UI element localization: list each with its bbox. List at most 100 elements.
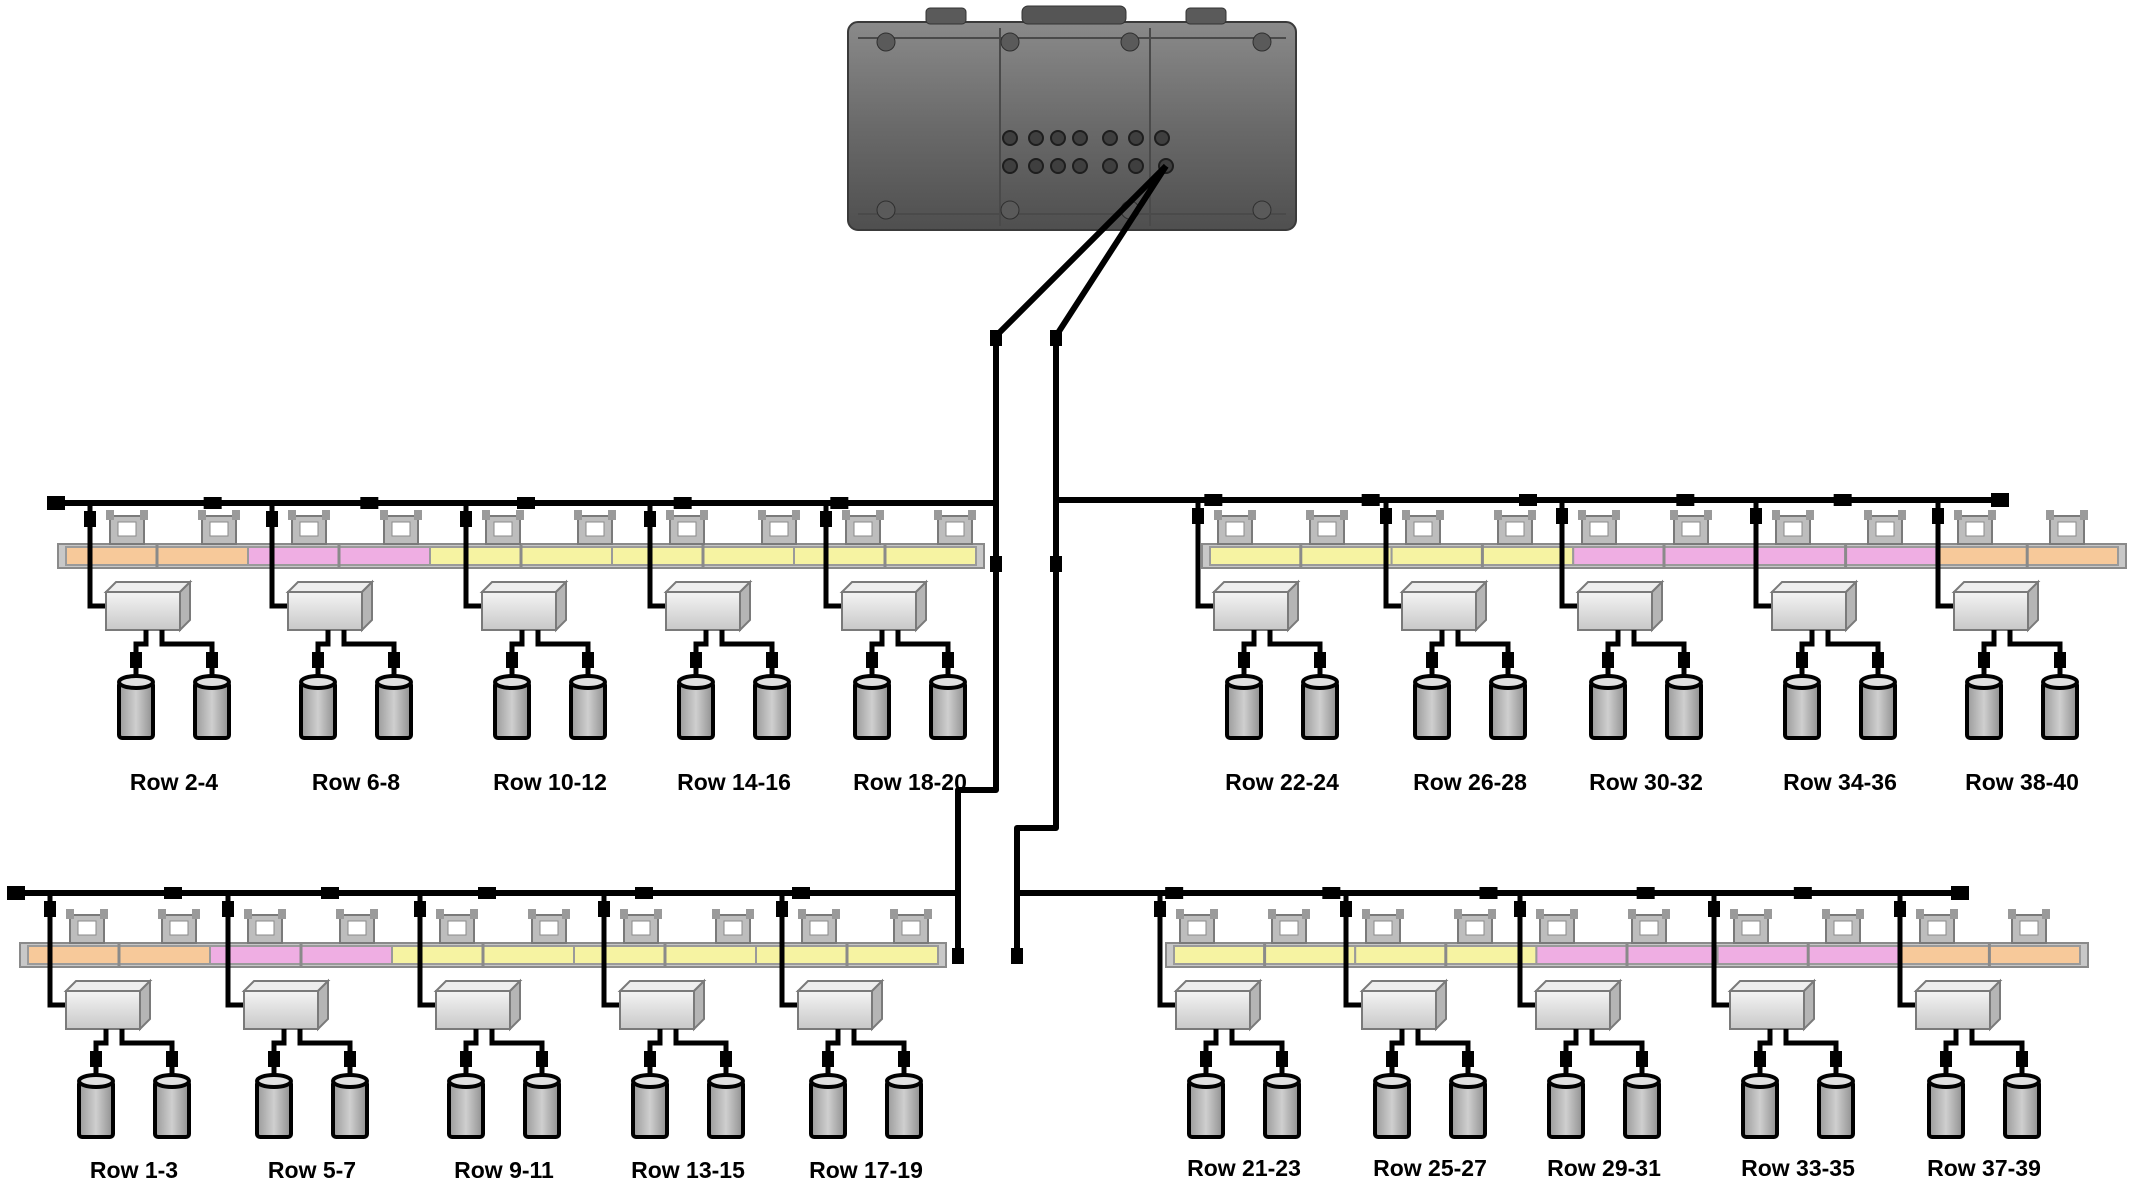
sensor-canister: [1785, 676, 1819, 738]
sensor-canister: [1491, 676, 1525, 738]
bus-connector: [635, 887, 653, 899]
bus-connector: [792, 887, 810, 899]
drop-connector: [1556, 508, 1568, 524]
bus-terminator: [1991, 493, 2009, 507]
row-label: Row 10-12: [493, 769, 607, 795]
sensor-canister: [1189, 1075, 1223, 1137]
sensor-connector: [312, 652, 324, 668]
row-label: Row 21-23: [1187, 1155, 1301, 1181]
sensor-connector: [1276, 1051, 1288, 1067]
bus-terminator: [1951, 886, 1969, 900]
sensor-cable: [2010, 630, 2060, 682]
bus-terminator: [7, 886, 25, 900]
frame-stand: [482, 510, 524, 544]
panel-unit: Row 9-11: [392, 893, 574, 1183]
panel-unit: Row 21-23: [1154, 893, 1355, 1181]
data-logger-box: [436, 981, 520, 1029]
drop-connector: [776, 901, 788, 917]
sensor-canister: [2005, 1075, 2039, 1137]
panel-unit: Row 14-16: [612, 503, 800, 795]
row-label: Row 30-32: [1589, 769, 1703, 795]
sensor-cable: [538, 630, 588, 682]
bus-connector: [478, 887, 496, 899]
sensor-connector: [942, 652, 954, 668]
row-label: Row 34-36: [1783, 769, 1897, 795]
drop-connector: [84, 511, 96, 527]
data-logger-box: [244, 981, 328, 1029]
sensor-canister: [333, 1075, 367, 1137]
drop-connector: [1380, 508, 1392, 524]
sensor-connector: [90, 1051, 102, 1067]
sensor-cable: [162, 630, 212, 682]
sensor-canister: [301, 676, 335, 738]
frame-stand: [1454, 909, 1496, 943]
row-label: Row 1-3: [90, 1157, 178, 1183]
sensor-cable: [122, 1029, 172, 1081]
sensor-canister: [1819, 1075, 1853, 1137]
sensor-canister: [525, 1075, 559, 1137]
bus-connector: [1480, 887, 1498, 899]
data-logger-box: [482, 582, 566, 630]
drop-connector: [1154, 901, 1166, 917]
sensor-connector: [1872, 652, 1884, 668]
sensor-canister: [887, 1075, 921, 1137]
bus-connector: [517, 497, 535, 509]
bus-connector: [1322, 887, 1340, 899]
sensor-cable: [898, 630, 948, 682]
frame-stand: [1214, 510, 1256, 544]
sensor-canister: [1743, 1075, 1777, 1137]
panel-unit: Row 29-31: [1514, 893, 1718, 1181]
sensor-canister: [571, 676, 605, 738]
data-logger-box: [620, 981, 704, 1029]
panel-unit: Row 18-20: [794, 503, 976, 795]
sensor-canister: [1861, 676, 1895, 738]
frame-stand: [288, 510, 330, 544]
row-label: Row 5-7: [268, 1157, 356, 1183]
controller-case: [848, 6, 1296, 230]
sensor-connector: [582, 652, 594, 668]
sensor-cable: [1418, 1029, 1468, 1081]
panel-unit: Row 2-4: [66, 503, 248, 795]
frame-stand: [106, 510, 148, 544]
frame-stand: [758, 510, 800, 544]
drop-connector: [1932, 508, 1944, 524]
drop-connector: [1192, 508, 1204, 524]
sensor-connector: [1636, 1051, 1648, 1067]
data-logger-box: [1214, 582, 1298, 630]
frame-stand: [1306, 510, 1348, 544]
bus-connector: [1834, 494, 1852, 506]
sensor-connector: [1426, 652, 1438, 668]
group-top-right: Row 22-24Row 26-28Row 30-32Row 34-36Row …: [1056, 493, 2126, 795]
sensor-connector: [766, 652, 778, 668]
sensor-connector: [2054, 652, 2066, 668]
data-logger-box: [1730, 981, 1814, 1029]
data-logger-box: [66, 981, 150, 1029]
drop-connector: [44, 901, 56, 917]
frame-stand: [2008, 909, 2050, 943]
panel-unit: Row 10-12: [430, 503, 616, 795]
row-label: Row 18-20: [853, 769, 967, 795]
row-label: Row 9-11: [454, 1157, 554, 1183]
sensor-canister: [257, 1075, 291, 1137]
sensor-cable: [676, 1029, 726, 1081]
drop-connector: [414, 901, 426, 917]
data-logger-box: [1954, 582, 2038, 630]
row-label: Row 33-35: [1741, 1155, 1855, 1181]
frame-stand: [1578, 510, 1620, 544]
data-logger-box: [1772, 582, 1856, 630]
bus-connector: [321, 887, 339, 899]
sensor-canister: [1625, 1075, 1659, 1137]
sensor-connector: [1238, 652, 1250, 668]
frame-stand: [1730, 909, 1772, 943]
row-label: Row 29-31: [1547, 1155, 1661, 1181]
sensor-connector: [720, 1051, 732, 1067]
sensor-canister: [709, 1075, 743, 1137]
bus-connector: [164, 887, 182, 899]
sensor-connector: [1502, 652, 1514, 668]
frame-stand: [1402, 510, 1444, 544]
sensor-canister: [1549, 1075, 1583, 1137]
sensor-canister: [1227, 676, 1261, 738]
panel-unit: Row 5-7: [210, 893, 392, 1183]
